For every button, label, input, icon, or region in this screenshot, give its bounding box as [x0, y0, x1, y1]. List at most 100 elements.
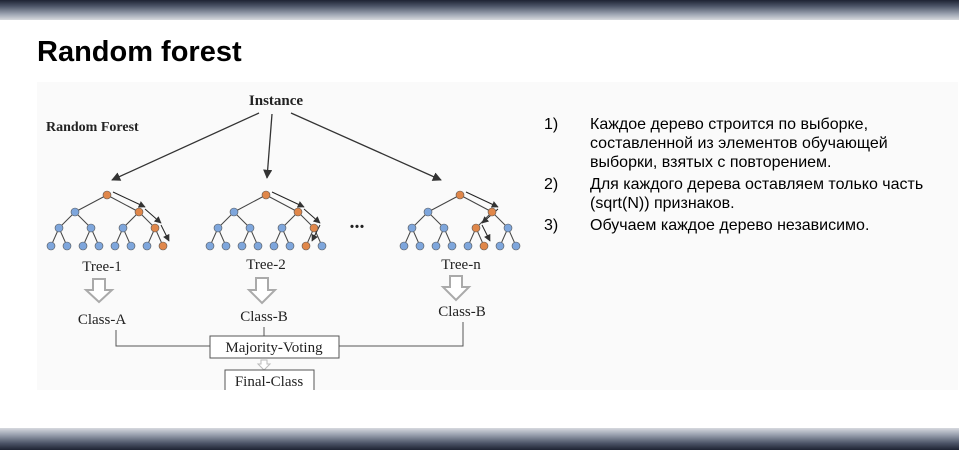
- final-down-arrow-icon: [256, 359, 272, 371]
- instance-arrow-n: [290, 112, 442, 181]
- tree-path-node: [293, 207, 303, 217]
- tree-path-node: [150, 223, 160, 233]
- tree-node: [399, 241, 409, 251]
- final-class-label: Final-Class: [235, 374, 303, 390]
- tree-1-down-arrow-icon: [83, 278, 115, 304]
- tree-1-graph: [46, 190, 170, 251]
- tree-node: [62, 241, 72, 251]
- slide-frame-bottom: [0, 428, 959, 450]
- tree-node: [54, 223, 64, 233]
- list-item-number: 3): [544, 217, 559, 234]
- tree-node: [221, 241, 231, 251]
- tree-node: [142, 241, 152, 251]
- majority-voting-box: [209, 335, 340, 359]
- tree-edge: [459, 194, 493, 213]
- final-class-box: [224, 369, 315, 390]
- tree-path-node: [102, 190, 112, 200]
- tree-edge: [233, 194, 267, 213]
- tree-2-graph: [205, 190, 327, 251]
- tree-node: [229, 207, 239, 217]
- tree-node: [415, 241, 425, 251]
- decision-path-arrow: [465, 191, 499, 208]
- tree-path-node: [471, 223, 481, 233]
- tree-1-class: Class-A: [78, 312, 127, 328]
- tree-node: [431, 241, 441, 251]
- tree-node: [110, 241, 120, 251]
- tree-node: [70, 207, 80, 217]
- tree-node: [495, 241, 505, 251]
- tree-path-node: [309, 223, 319, 233]
- tree-node: [317, 241, 327, 251]
- tree-2-label: Tree-2: [246, 257, 285, 273]
- instance-arrow-2: [263, 113, 273, 179]
- class-a-connector: [115, 330, 210, 347]
- list-item: 3) Обучаем каждое дерево независимо.: [544, 216, 944, 235]
- decision-path-arrow: [481, 224, 491, 242]
- random-forest-heading: Random Forest: [46, 120, 139, 135]
- class-n-connector: [339, 322, 464, 347]
- list-item-text: Для каждого дерева оставляем только част…: [590, 176, 924, 212]
- explanation-list: 1) Каждое дерево строится по выборке, со…: [544, 115, 944, 238]
- tree-node: [237, 241, 247, 251]
- list-item-text: Обучаем каждое дерево независимо.: [590, 217, 870, 234]
- tree-node: [447, 241, 457, 251]
- tree-node: [423, 207, 433, 217]
- decision-path-arrow: [144, 208, 162, 224]
- tree-node: [245, 223, 255, 233]
- decision-path-arrow: [160, 224, 170, 242]
- tree-node: [126, 241, 136, 251]
- instance-label: Instance: [249, 93, 304, 109]
- list-item: 1) Каждое дерево строится по выборке, со…: [544, 115, 944, 172]
- list-item: 2) Для каждого дерева оставляем только ч…: [544, 175, 944, 213]
- tree-node: [46, 241, 56, 251]
- tree-path-node: [301, 241, 311, 251]
- list-item-number: 2): [544, 176, 559, 193]
- tree-path-node: [487, 207, 497, 217]
- tree-n-down-arrow-icon: [440, 275, 472, 302]
- tree-path-node: [134, 207, 144, 217]
- list-item-text: Каждое дерево строится по выборке, соста…: [590, 116, 888, 171]
- tree-edge: [427, 194, 461, 213]
- tree-node: [511, 241, 521, 251]
- random-forest-diagram: Instance Random Forest ... Tree-1 Tree-2…: [46, 93, 521, 390]
- tree-node: [269, 241, 279, 251]
- tree-node: [205, 241, 215, 251]
- decision-path-arrow: [112, 191, 146, 208]
- slide-frame-top: [0, 0, 959, 20]
- decision-path-arrow: [271, 191, 305, 208]
- tree-node: [503, 223, 513, 233]
- tree-node: [277, 223, 287, 233]
- tree-path-node: [158, 241, 168, 251]
- diagram-panel: [37, 82, 958, 390]
- tree-node: [285, 241, 295, 251]
- tree-n-graph: [399, 190, 521, 251]
- tree-node: [463, 241, 473, 251]
- tree-path-node: [261, 190, 271, 200]
- tree-2-class: Class-B: [240, 309, 288, 325]
- tree-n-class: Class-B: [438, 304, 486, 320]
- decision-path-arrow: [303, 208, 321, 224]
- tree-node: [407, 223, 417, 233]
- tree-node: [86, 223, 96, 233]
- tree-1-label: Tree-1: [82, 259, 121, 275]
- tree-edge: [74, 194, 108, 213]
- slide-title: Random forest: [37, 36, 242, 68]
- tree-node: [253, 241, 263, 251]
- tree-path-node: [455, 190, 465, 200]
- tree-n-label: Tree-n: [441, 257, 481, 273]
- tree-node: [213, 223, 223, 233]
- trees-ellipsis: ...: [350, 211, 365, 233]
- decision-path-arrow: [311, 224, 321, 242]
- tree-node: [439, 223, 449, 233]
- tree-node: [78, 241, 88, 251]
- tree-path-node: [479, 241, 489, 251]
- majority-voting-label: Majority-Voting: [225, 340, 323, 356]
- slide: Random forest Instance Random Forest ...…: [0, 20, 959, 428]
- tree-node: [94, 241, 104, 251]
- tree-node: [118, 223, 128, 233]
- tree-2-down-arrow-icon: [246, 277, 278, 305]
- tree-edge: [265, 194, 299, 213]
- tree-edge: [106, 194, 140, 213]
- list-item-number: 1): [544, 116, 559, 133]
- instance-arrow-1: [111, 112, 260, 181]
